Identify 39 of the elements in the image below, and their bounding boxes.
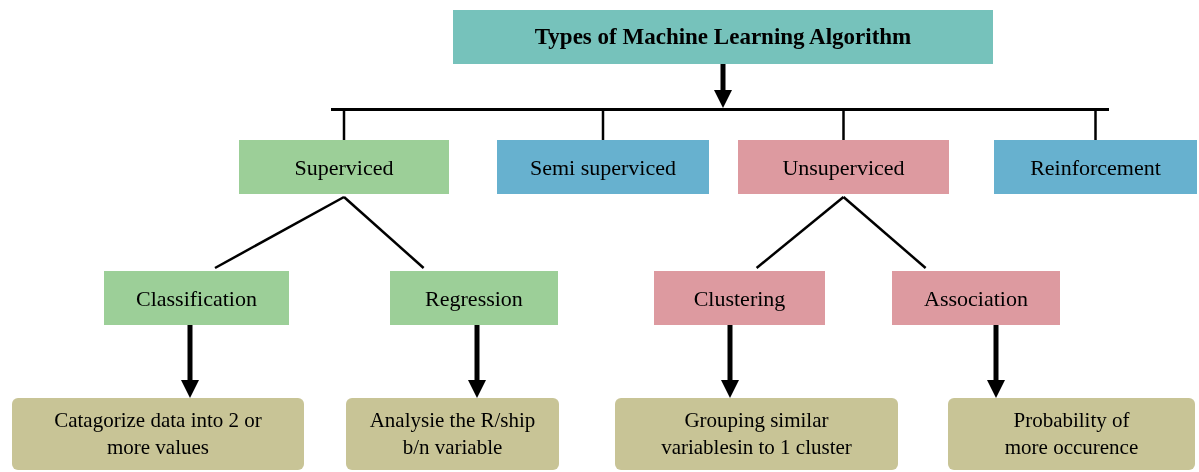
- category-box: [390, 271, 558, 325]
- box-label: Grouping similar variablesin to 1 cluster: [660, 406, 853, 461]
- box-label: Clustering: [693, 284, 786, 313]
- tree-branch-line: [601, 111, 605, 140]
- branch-line: [755, 196, 845, 269]
- branch-line: [842, 196, 927, 269]
- box-label: Unsuperviced: [782, 153, 905, 182]
- box-label: Superviced: [294, 153, 394, 182]
- arrow: [987, 325, 1005, 398]
- category-box: [239, 140, 449, 194]
- branch-line: [343, 196, 425, 269]
- description-box: [615, 398, 898, 470]
- title-box: [453, 10, 993, 64]
- box-label: Analysie the R/ship b/n variable: [368, 406, 537, 461]
- category-box: [654, 271, 825, 325]
- category-box: [892, 271, 1060, 325]
- category-box: [738, 140, 949, 194]
- box-label: Regression: [425, 284, 523, 313]
- tree-branch-line: [842, 111, 845, 140]
- arrow: [181, 325, 199, 398]
- arrow: [468, 325, 486, 398]
- tree-branch-line: [1094, 111, 1097, 140]
- box-label: Reinforcement: [1030, 153, 1161, 182]
- branch-line: [214, 195, 345, 270]
- description-box: [948, 398, 1195, 470]
- tree-branch-line: [342, 111, 346, 140]
- category-box: [104, 271, 289, 325]
- arrow: [714, 64, 732, 108]
- box-label: Semi superviced: [530, 153, 676, 182]
- box-label: Probability of more occurence: [1003, 406, 1140, 461]
- box-label: Classification: [136, 284, 257, 313]
- description-box: [12, 398, 304, 470]
- category-box: [994, 140, 1197, 194]
- arrow: [721, 325, 739, 398]
- box-label: Association: [924, 284, 1028, 313]
- box-label: Types of Machine Learning Algorithm: [534, 22, 912, 51]
- box-label: Catagorize data into 2 or more values: [53, 406, 263, 461]
- description-box: [346, 398, 559, 470]
- category-box: [497, 140, 709, 194]
